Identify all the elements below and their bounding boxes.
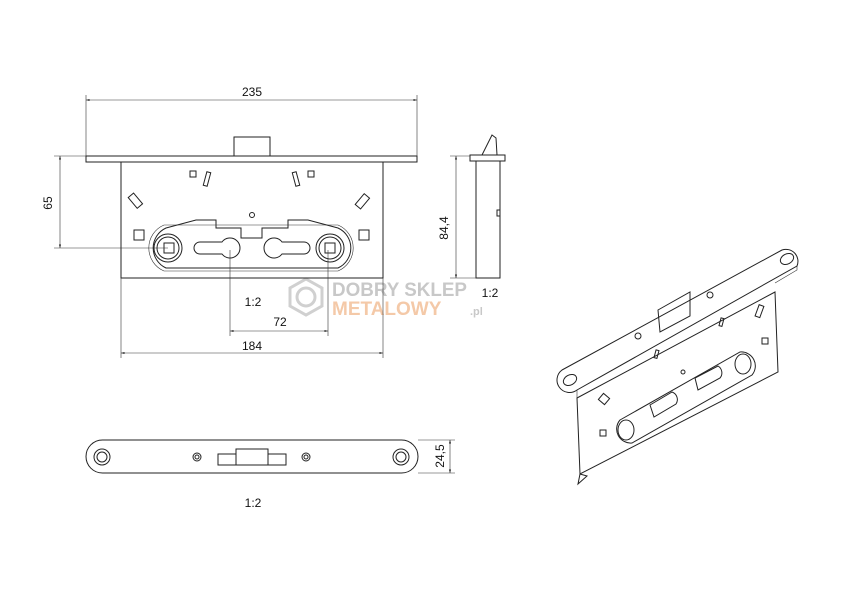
- dim-184: 184: [242, 339, 262, 353]
- dim-72: 72: [273, 315, 287, 329]
- watermark-line1: DOBRY SKLEP: [332, 280, 467, 301]
- side-view: 84,4 1:2: [437, 134, 506, 300]
- isometric-view: [556, 248, 799, 486]
- dim-65: 65: [41, 196, 55, 210]
- front-dimensions: 235 65 184 72 1:2: [41, 85, 418, 358]
- scale-front: 1:2: [245, 295, 262, 309]
- watermark-line2: METALOWY: [332, 299, 442, 320]
- watermark-logo: DOBRY SKLEP METALOWY .pl: [288, 277, 483, 320]
- dim-235: 235: [242, 85, 262, 99]
- faceplate-view: 24,5 1:2: [85, 439, 455, 510]
- front-view: [85, 136, 418, 279]
- lock-body: [120, 161, 384, 279]
- scale-faceplate: 1:2: [245, 496, 262, 510]
- dim-84-4: 84,4: [437, 216, 451, 240]
- dim-24-5: 24,5: [433, 444, 447, 468]
- scale-side: 1:2: [482, 286, 499, 300]
- latch-bolt: [233, 136, 271, 157]
- watermark-suffix: .pl: [470, 306, 483, 318]
